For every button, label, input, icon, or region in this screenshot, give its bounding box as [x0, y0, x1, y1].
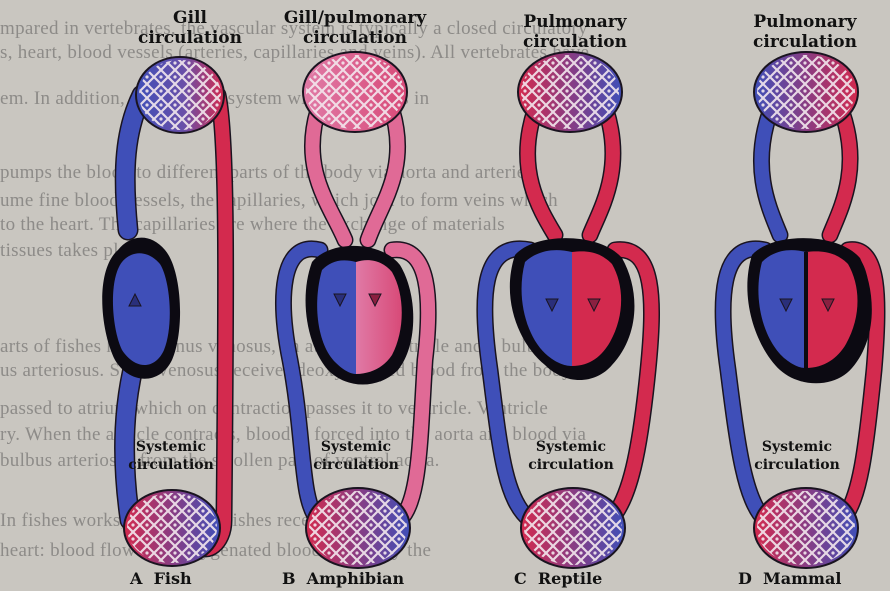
panel-c-animal: Reptile [538, 569, 602, 588]
panel-d-animal: Mammal [763, 569, 841, 588]
panel-b-amphibian [284, 52, 429, 568]
reptile-lung-capillaries-mesh [521, 55, 619, 129]
panel-d-title: Pulmonary circulation [720, 12, 890, 52]
amphibian-systemic-capillaries-mesh [309, 491, 407, 565]
fish-ventral-aorta [125, 95, 142, 230]
panel-c-title: Pulmonary circulation [490, 12, 660, 52]
panel-c-caption: C Reptile [514, 569, 602, 588]
panel-b-animal: Amphibian [307, 569, 405, 588]
panel-d-letter: D [738, 569, 752, 588]
panel-b-caption: B Amphibian [282, 569, 404, 588]
fish-heart-chamber [113, 253, 170, 365]
panel-a-animal: Fish [154, 569, 192, 588]
fish-systemic-capillaries-mesh [127, 493, 217, 563]
panel-a-title: Gill circulation [105, 8, 275, 48]
panel-b-systemic-label: Systemic circulation [291, 438, 421, 474]
panel-b-title: Gill/pulmonary circulation [270, 8, 440, 48]
panel-b-letter: B [282, 569, 296, 588]
panel-c-reptile [485, 52, 652, 568]
mammal-pulm-vein [830, 112, 850, 235]
panel-d-systemic-label: Systemic circulation [732, 438, 862, 474]
reptile-systemic-capillaries-mesh [524, 491, 622, 565]
panel-a-systemic-label: Systemic circulation [106, 438, 236, 474]
reptile-heart-right [522, 250, 572, 366]
fish-gill-capillaries-mesh [139, 60, 221, 130]
mammal-lung-capillaries-mesh [757, 55, 855, 129]
panel-c-letter: C [514, 569, 527, 588]
panel-a-caption: A Fish [130, 569, 192, 588]
panel-a-fish [102, 57, 225, 566]
panel-c-systemic-label: Systemic circulation [506, 438, 636, 474]
panel-d-mammal [723, 52, 877, 568]
fish-dorsal-aorta [200, 95, 226, 549]
panel-d-caption: D Mammal [738, 569, 841, 588]
amphibian-lung-capillaries-mesh [306, 55, 404, 129]
panel-a-letter: A [130, 569, 142, 588]
mammal-systemic-capillaries-mesh [757, 491, 855, 565]
